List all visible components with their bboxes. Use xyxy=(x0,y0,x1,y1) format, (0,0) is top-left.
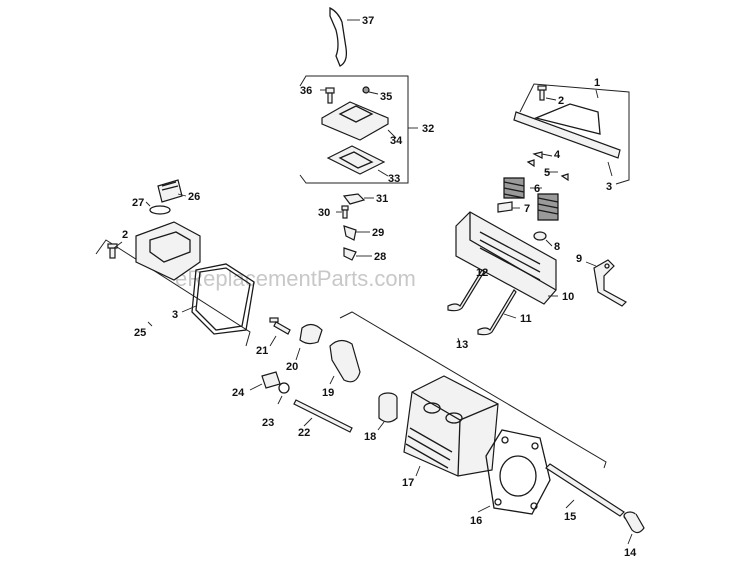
part-3-cover-gasket xyxy=(181,263,255,335)
part-27-oring xyxy=(145,201,171,215)
part-22-push-rod xyxy=(293,399,353,433)
callout-6: 6 xyxy=(534,183,540,195)
callout-13: 13 xyxy=(456,339,468,351)
part-35-nut xyxy=(362,86,379,95)
callout-9: 9 xyxy=(576,253,582,265)
part-14-spacer xyxy=(623,511,645,545)
callout-24: 24 xyxy=(232,387,245,399)
part-2-bolt-upper xyxy=(537,85,557,101)
part-24-cap xyxy=(249,371,281,391)
part-8-seal xyxy=(533,231,553,247)
part-30-screw xyxy=(336,205,349,219)
callout-21: 21 xyxy=(256,345,268,357)
part-17-cylinder-head xyxy=(403,375,499,477)
part-34-breather-cover xyxy=(321,101,397,141)
callout-25: 25 xyxy=(134,327,146,339)
callout-10: 10 xyxy=(562,291,574,303)
callout-15: 15 xyxy=(564,511,576,523)
callout-18: 18 xyxy=(364,431,376,443)
callout-12: 12 xyxy=(476,267,488,279)
bracket-1 xyxy=(519,83,630,185)
part-18-lifter xyxy=(377,392,398,431)
callout-17: 17 xyxy=(402,477,414,489)
part-15-tube xyxy=(545,463,625,517)
callout-28: 28 xyxy=(374,251,386,263)
part-5-keepers xyxy=(526,159,569,182)
callout-2-left: 2 xyxy=(122,229,128,241)
callout-36: 36 xyxy=(300,85,312,97)
part-9-bracket xyxy=(585,259,627,307)
callout-14: 14 xyxy=(624,547,637,559)
callout-19: 19 xyxy=(322,387,334,399)
callout-31: 31 xyxy=(376,193,388,205)
part-29-retainer xyxy=(343,225,370,241)
callout-29: 29 xyxy=(372,227,384,239)
part-3-rocker-shaft xyxy=(513,103,621,177)
part-36-screw xyxy=(320,87,335,104)
callout-2-upper: 2 xyxy=(558,95,564,107)
bracket-25 xyxy=(95,239,251,347)
bracket-13 xyxy=(339,311,607,469)
callout-37: 37 xyxy=(362,15,374,27)
part-16-head-gasket xyxy=(477,429,551,515)
callout-23: 23 xyxy=(262,417,274,429)
part-26-oil-cap xyxy=(157,179,187,203)
bracket-32 xyxy=(299,75,418,184)
callout-27: 27 xyxy=(132,197,144,209)
callout-4: 4 xyxy=(554,149,561,161)
part-10-rocker-housing xyxy=(455,211,558,305)
callout-26: 26 xyxy=(188,191,200,203)
part-23-washer xyxy=(277,382,290,405)
part-19-rocker-arm xyxy=(329,339,361,385)
part-28-filter xyxy=(343,247,372,261)
part-21-bolt xyxy=(269,317,291,347)
callout-11: 11 xyxy=(520,313,532,325)
part-2-bolt-left xyxy=(107,241,123,259)
callout-5: 5 xyxy=(544,167,550,179)
part-6-springs xyxy=(503,177,559,221)
callout-22: 22 xyxy=(298,427,310,439)
part-7-retainer xyxy=(497,201,520,213)
part-4-clip xyxy=(532,151,553,159)
callout-32: 32 xyxy=(422,123,434,135)
callout-8: 8 xyxy=(554,241,560,253)
callout-20: 20 xyxy=(286,361,298,373)
callout-35: 35 xyxy=(380,91,392,103)
part-12-intake-valve xyxy=(447,269,485,312)
part-11-exhaust-valve xyxy=(477,289,517,336)
callout-33: 33 xyxy=(388,173,400,185)
part-37-breather-tube xyxy=(329,6,360,67)
callout-16: 16 xyxy=(470,515,482,527)
callout-7: 7 xyxy=(524,203,530,215)
callout-1: 1 xyxy=(594,77,600,89)
part-25-valve-cover xyxy=(135,221,201,281)
part-33-gasket xyxy=(326,145,389,177)
callout-34: 34 xyxy=(390,135,403,147)
callout-30: 30 xyxy=(318,207,330,219)
part-31-reed xyxy=(342,193,374,205)
callout-3-upper: 3 xyxy=(606,181,612,193)
callout-3-left: 3 xyxy=(172,309,178,321)
part-20-cap xyxy=(295,323,323,361)
